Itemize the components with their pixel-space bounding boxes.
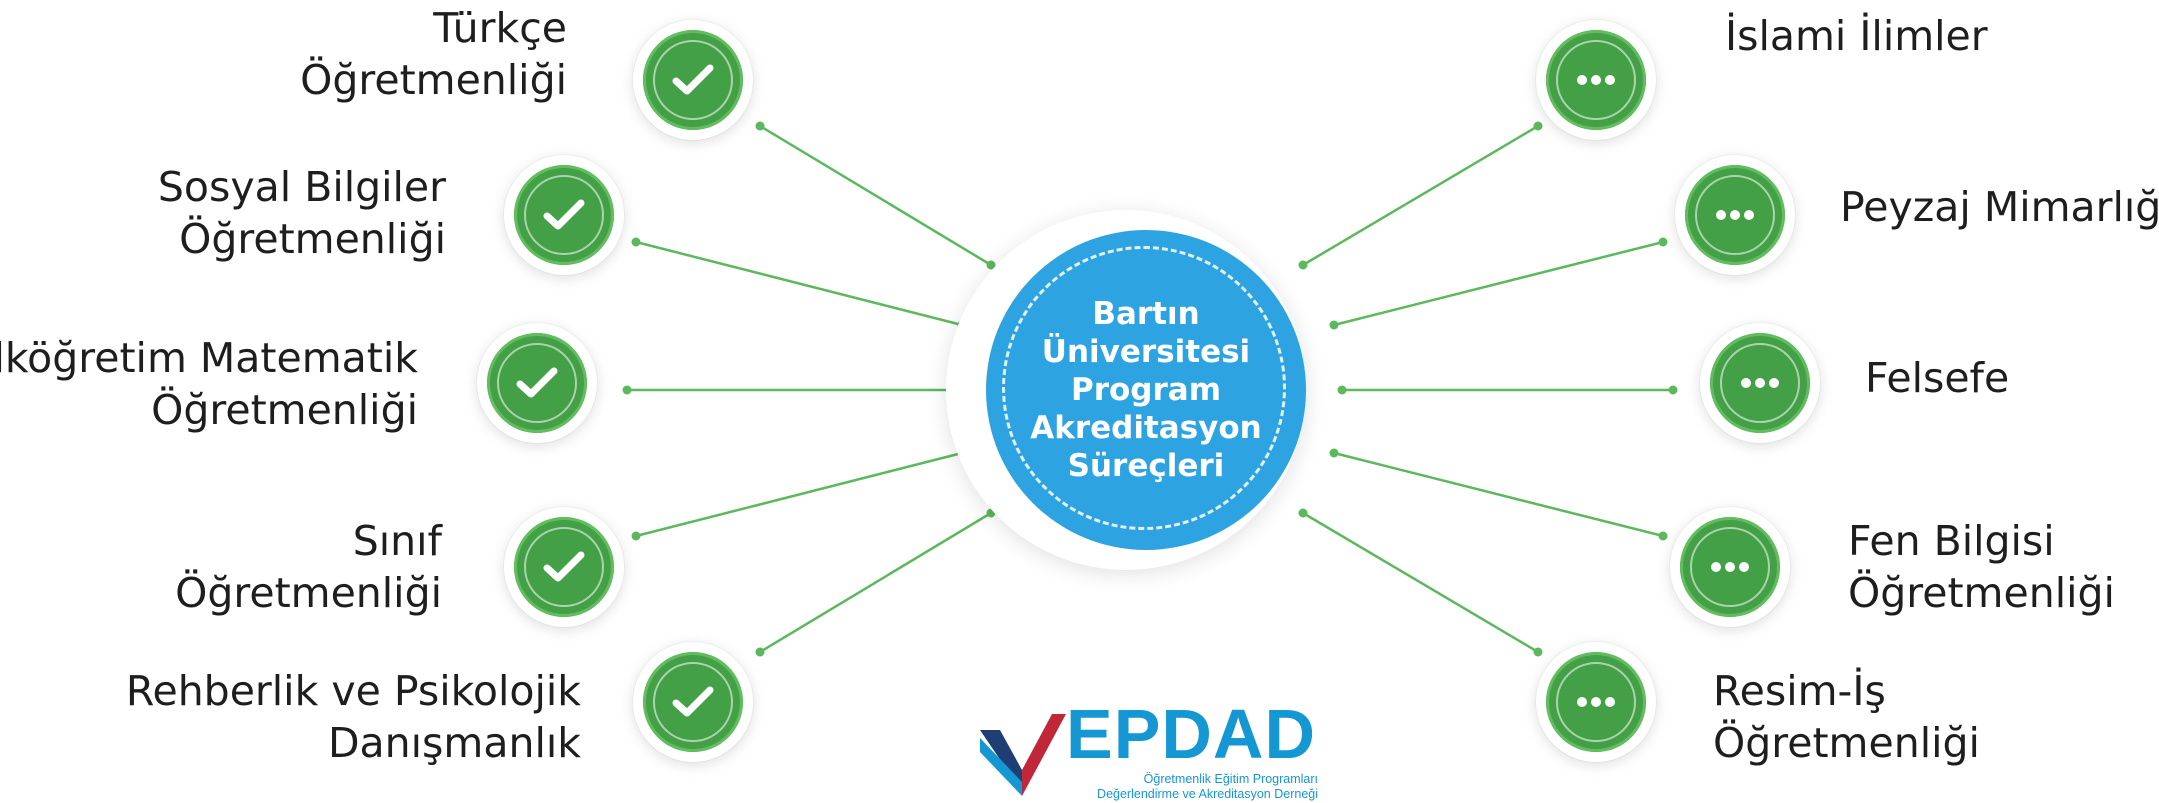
program-label-peyzaj-mimarligi: Peyzaj Mimarlığı: [1840, 181, 2159, 233]
connector-dot: [1533, 647, 1543, 657]
hub-title-line: Akreditasyon: [1030, 410, 1262, 446]
program-label-fen-bilgisi: Fen Bilgisi Öğretmenliği: [1848, 515, 2115, 619]
connector-line: [759, 124, 992, 267]
status-node-rehberlik: [633, 642, 753, 762]
program-label-rehberlik: Rehberlik ve Psikolojik Danışmanlık: [126, 665, 581, 769]
connector-dot: [1533, 121, 1543, 131]
program-label-line: Öğretmenliği: [1713, 719, 1980, 767]
dots-icon: [1556, 662, 1636, 742]
connector-dot: [622, 385, 632, 395]
hub-title-line: Program: [1070, 372, 1221, 408]
hub-title-line: Üniversitesi: [1041, 334, 1251, 370]
logo-subtitle-line1: Öğretmenlik Eğitim Programları: [1143, 772, 1318, 786]
dots-icon: [1720, 343, 1800, 423]
status-node-badge: [487, 333, 587, 433]
program-label-resim-is: Resim-İş Öğretmenliği: [1713, 665, 1980, 769]
program-label-line: Öğretmenliği: [179, 215, 446, 263]
status-node-badge: [643, 652, 743, 752]
logo-subtitle-line2: Değerlendirme ve Akreditasyon Derneği: [1097, 787, 1318, 801]
status-node-resim-is: [1536, 642, 1656, 762]
connector-dot: [1298, 260, 1308, 270]
check-icon: [524, 175, 604, 255]
program-label-sosyal-bilgiler: Sosyal Bilgiler Öğretmenliği: [158, 161, 446, 265]
connector-dot: [1329, 320, 1339, 330]
program-label-felsefe: Felsefe: [1865, 352, 2009, 404]
dots-icon: [1556, 40, 1636, 120]
status-node-badge: [1685, 165, 1785, 265]
status-node-badge: [1710, 333, 1810, 433]
program-label-line: İslami İlimler: [1725, 12, 1988, 60]
connector-dot: [755, 647, 765, 657]
check-icon: [497, 343, 577, 423]
status-node-islami-ilimler: [1536, 20, 1656, 140]
connector-line: [635, 451, 963, 538]
central-hub: Bartın Üniversitesi Program Akreditasyon…: [986, 230, 1306, 550]
connector-line: [1302, 511, 1539, 654]
status-node-peyzaj-mimarligi: [1675, 155, 1795, 275]
program-label-line: Sosyal Bilgiler: [157, 163, 446, 211]
check-icon: [653, 662, 733, 742]
program-label-line: Fen Bilgisi: [1848, 517, 2055, 565]
program-label-ilkogretim-matematik: İlköğretim Matematik Öğretmenliği: [0, 332, 418, 436]
status-node-badge: [514, 517, 614, 617]
hub-title-line: Bartın: [1092, 296, 1200, 332]
program-label-line: Türkçe: [433, 4, 567, 52]
program-label-line: Öğretmenliği: [1848, 569, 2115, 617]
connector-dot: [1668, 385, 1678, 395]
program-label-line: İlköğretim Matematik: [0, 334, 418, 382]
hub-title: Bartın Üniversitesi Program Akreditasyon…: [1030, 295, 1262, 485]
connector-line: [1302, 124, 1539, 267]
program-label-islami-ilimler: İslami İlimler: [1725, 10, 1988, 62]
status-node-badge: [1546, 652, 1646, 752]
connector-dot: [1337, 385, 1347, 395]
connector-dot: [1298, 508, 1308, 518]
hub-title-line: Süreçleri: [1067, 448, 1225, 484]
program-label-turkce: Türkçe Öğretmenliği: [300, 2, 567, 106]
program-label-line: Resim-İş: [1713, 667, 1886, 715]
connector-line: [1333, 240, 1664, 327]
check-icon: [524, 527, 604, 607]
connector-line: [635, 240, 963, 327]
connector-line: [1333, 451, 1664, 538]
epdad-logo-mark: [980, 714, 1066, 796]
connector-dot: [631, 237, 641, 247]
program-label-sinif: Sınıf Öğretmenliği: [175, 515, 442, 619]
program-label-line: Öğretmenliği: [175, 569, 442, 617]
connector-line: [759, 511, 992, 654]
program-label-line: Peyzaj Mimarlığı: [1840, 183, 2159, 231]
status-node-badge: [1546, 30, 1646, 130]
program-label-line: Sınıf: [352, 517, 442, 565]
program-label-line: Danışmanlık: [327, 719, 581, 767]
status-node-turkce: [633, 20, 753, 140]
program-label-line: Rehberlik ve Psikolojik: [125, 667, 581, 715]
program-label-line: Felsefe: [1865, 354, 2010, 402]
connector-dot: [1658, 237, 1668, 247]
connector-dot: [1658, 531, 1668, 541]
connector-dot: [755, 121, 765, 131]
status-node-felsefe: [1700, 323, 1820, 443]
program-label-line: Öğretmenliği: [151, 386, 418, 434]
status-node-badge: [514, 165, 614, 265]
connector-dot: [1329, 448, 1339, 458]
dots-icon: [1690, 527, 1770, 607]
dots-icon: [1695, 175, 1775, 255]
status-node-sosyal-bilgiler: [504, 155, 624, 275]
status-node-sinif: [504, 507, 624, 627]
check-icon: [653, 40, 733, 120]
status-node-badge: [1680, 517, 1780, 617]
epdad-wordmark: EPDAD: [1066, 695, 1317, 773]
epdad-logo: EPDAD Öğretmenlik Eğitim Programları Değ…: [978, 695, 1318, 803]
hub-dashed-border: [1002, 246, 1286, 530]
connector-dot: [631, 531, 641, 541]
status-node-fen-bilgisi: [1670, 507, 1790, 627]
program-label-line: Öğretmenliği: [300, 56, 567, 104]
status-node-ilkogretim-matematik: [477, 323, 597, 443]
status-node-badge: [643, 30, 743, 130]
